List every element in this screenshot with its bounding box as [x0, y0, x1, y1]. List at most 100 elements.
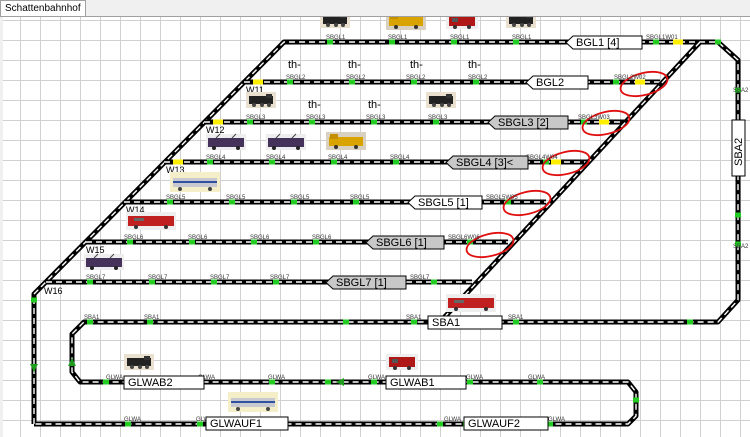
- block-sba1[interactable]: SBA1: [427, 315, 503, 330]
- track-sensor: [371, 119, 377, 125]
- segment-label: SBGL1: [326, 35, 346, 41]
- block-sbgl3-text: SBGL3 [2]: [498, 117, 549, 129]
- track-sensor: [513, 39, 519, 45]
- segment-label: SBGL7: [270, 275, 290, 281]
- track-sensor: [473, 79, 479, 85]
- track-sensor: [411, 79, 417, 85]
- block-glwab2-text: GLWAB2: [128, 377, 173, 389]
- track-sensor: [513, 319, 519, 325]
- tab-schattenbahnhof[interactable]: Schattenbahnhof: [0, 0, 86, 16]
- block-glwab1[interactable]: GLWAB1: [385, 375, 467, 390]
- block-sbgl3[interactable]: SBGL3 [2]: [487, 115, 569, 130]
- segment-label: SBGL7: [410, 275, 430, 281]
- block-sbgl5-box: [407, 195, 483, 210]
- segment-label: SBGL4: [206, 155, 226, 161]
- highlight-ellipse: [581, 109, 631, 137]
- segment-label: SBGL4: [266, 155, 286, 161]
- block-sbgl6-box: [365, 235, 445, 250]
- occupied-indicator: [673, 39, 683, 45]
- block-glwab2[interactable]: GLWAB2: [123, 375, 205, 390]
- track-sensor: [269, 159, 275, 165]
- segment-label: SBGL2: [468, 75, 488, 81]
- segment-label: SBGL5: [166, 195, 186, 201]
- segment-label: GLWA: [368, 375, 385, 381]
- switch-label: W16: [44, 286, 63, 296]
- tab-bar: Schattenbahnhof: [0, 0, 750, 17]
- loco-glwab1: [386, 354, 418, 370]
- segment-label: SBGL1: [450, 35, 470, 41]
- loco-glwauf1: [228, 392, 278, 412]
- highlight-ellipse: [502, 189, 552, 217]
- block-sbgl7[interactable]: SBGL7 [1]: [325, 275, 407, 290]
- block-sba2[interactable]: SBA2: [731, 119, 746, 177]
- direction-arrow: [30, 364, 38, 372]
- block-sbgl2-box: [525, 75, 589, 90]
- segment-label: SBA1: [406, 315, 422, 321]
- segment-label: SBGL6W06: [448, 235, 480, 241]
- track-sensor: [537, 379, 543, 385]
- segment-label: SBGL1: [388, 35, 408, 41]
- switch-label: W13: [166, 165, 185, 175]
- block-sbgl4-box: [445, 155, 529, 170]
- block-glwauf1-box: [205, 416, 289, 431]
- block-sbgl2-text: BGL2: [536, 77, 564, 89]
- block-glwauf2-text: GLWAUF2: [468, 418, 520, 430]
- track-sensor: [287, 79, 293, 85]
- highlight-ellipse: [541, 149, 591, 177]
- track-sensor: [87, 319, 93, 325]
- track-right-throat-sleepers: [439, 41, 701, 323]
- switch-label: W11: [246, 85, 264, 95]
- track-sensor: [735, 87, 741, 93]
- placeholder-label: th-: [468, 59, 481, 71]
- track-sensor: [167, 199, 173, 205]
- track-sensor: [149, 279, 155, 285]
- track-sensor: [31, 297, 37, 303]
- block-glwab1-text: GLWAB1: [390, 377, 435, 389]
- placeholder-label: th-: [368, 99, 381, 111]
- track-sensor: [411, 319, 417, 325]
- loco-sbgl1-d: [506, 17, 536, 28]
- track-sensor: [87, 279, 93, 285]
- switch-label: W12: [206, 125, 225, 135]
- block-sbgl4[interactable]: SBGL4 [3]<: [445, 155, 529, 170]
- loco-glwab2: [124, 354, 154, 370]
- segment-label: GLWA: [124, 417, 141, 423]
- loco-sbgl4-c: [326, 132, 366, 150]
- segment-label: SBGL2W02: [614, 75, 646, 81]
- direction-arrow: [336, 378, 344, 386]
- segment-label: SBGL6: [312, 235, 332, 241]
- track-sensor: [353, 199, 359, 205]
- track-sensor: [687, 319, 693, 325]
- segment-label: SBGL4: [328, 155, 348, 161]
- segment-label: SBA2: [733, 88, 749, 94]
- block-sbgl2[interactable]: BGL2: [525, 75, 589, 90]
- block-sbgl6[interactable]: SBGL6 [1]: [365, 235, 445, 250]
- track-sensor: [309, 119, 315, 125]
- block-glwauf1[interactable]: GLWAUF1: [205, 416, 289, 431]
- block-sbgl3-box: [487, 115, 569, 130]
- block-sba2-box: [731, 119, 746, 177]
- block-sbgl1[interactable]: BGL1 [4]: [565, 35, 643, 50]
- block-glwab2-box: [123, 375, 205, 390]
- block-sbgl5[interactable]: SBGL5 [1]: [407, 195, 483, 210]
- segment-label: SBGL1W01: [646, 35, 678, 41]
- loco-sbgl4-a: [205, 133, 247, 151]
- track-sensor: [197, 421, 203, 427]
- segment-label: SBGL3: [246, 115, 266, 121]
- track-sensor: [431, 279, 437, 285]
- track-sensor: [349, 79, 355, 85]
- block-glwauf2[interactable]: GLWAUF2: [463, 416, 549, 431]
- segment-label: SBGL5: [290, 195, 310, 201]
- loco-sbgl4-b: [265, 133, 307, 151]
- placeholder-label: th-: [410, 59, 423, 71]
- segment-label: SBGL2: [346, 75, 366, 81]
- segment-label: SBGL6: [250, 235, 270, 241]
- track-sensor: [547, 421, 553, 427]
- occupied-indicator: [213, 119, 223, 125]
- segment-label: SBGL6: [124, 235, 144, 241]
- segment-label: SBGL3: [306, 115, 326, 121]
- track-sensor: [735, 212, 741, 218]
- placeholder-label: th-: [308, 99, 321, 111]
- segment-label: SBA1: [84, 315, 100, 321]
